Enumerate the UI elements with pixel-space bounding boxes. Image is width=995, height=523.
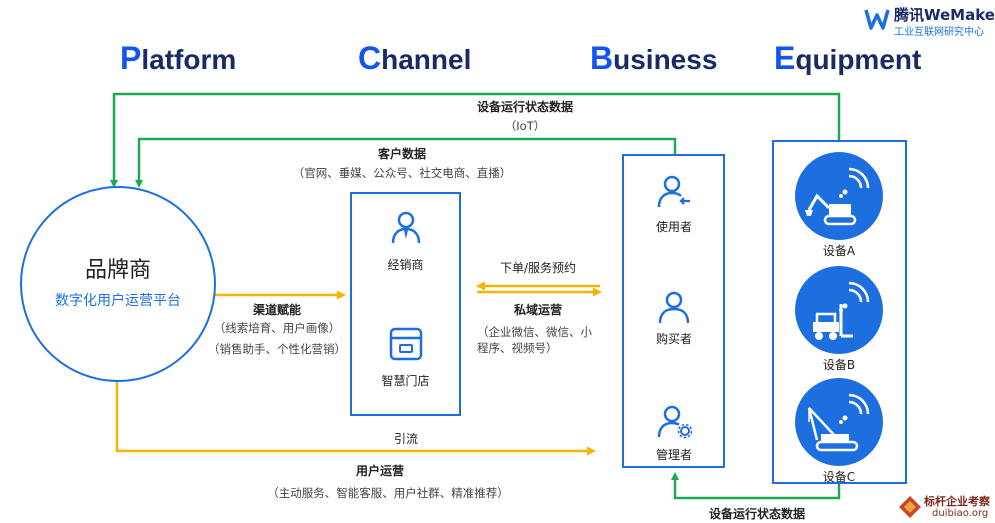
iot-flow-sub: （IoT）: [504, 119, 546, 133]
forklift-icon: [813, 281, 870, 340]
user-ops-title: 用户运营: [355, 464, 405, 478]
dealer-icon: [391, 211, 421, 244]
device-b-label: 设备B: [822, 358, 856, 372]
wemake-logo-icon: [864, 9, 890, 30]
logo-subtitle: 工业互联网研究中心: [894, 27, 984, 38]
customer-data-title: 客户数据: [377, 147, 427, 161]
user-ops-sub: （主动服务、智能客服、用户社群、精准推荐）: [267, 486, 509, 500]
bottom-status-flow-line: [671, 472, 841, 500]
channel-empower-sub1: （线索培育、用户画像）: [213, 321, 341, 335]
device-a-label: 设备A: [822, 244, 856, 258]
customer-data-flow-line: [135, 137, 677, 188]
device-c-circle: [795, 378, 883, 466]
guide-title: 引流: [393, 432, 419, 446]
device-b-circle: [795, 266, 883, 354]
header-channel: Channel: [358, 40, 472, 76]
logo: 腾讯WeMake 工业互联网研究中心: [864, 4, 995, 38]
admin-label: 管理者: [655, 448, 693, 462]
header-business: Business: [590, 40, 718, 76]
watermark-logo-icon: [899, 496, 921, 518]
private-ops-title: 私域运营: [513, 303, 563, 317]
channel-box: 经销商 智慧门店: [350, 192, 461, 416]
device-c-label: 设备C: [822, 470, 856, 484]
user-ops-flow-line: [115, 378, 596, 456]
smart-store-label: 智慧门店: [381, 374, 430, 388]
private-ops-sub1: （企业微信、微信、小: [477, 325, 592, 339]
watermark: 标杆企业考察 duibiao.org: [898, 492, 994, 522]
customer-data-sub: （官网、垂媒、公众号、社交电商、直播）: [292, 166, 512, 180]
excavator-icon: [805, 167, 870, 226]
iot-flow-line: [110, 92, 841, 188]
device-a-circle: [795, 152, 883, 240]
iot-flow-title: 设备运行状态数据: [476, 100, 574, 114]
equipment-box: 设备A 设备B 设备C: [772, 140, 907, 484]
private-ops-sub2: 程序、视频号）: [477, 341, 558, 355]
business-box: 使用者 购买者 管理者: [622, 154, 725, 468]
user-label: 使用者: [655, 220, 693, 234]
brand-title: 品牌商: [84, 258, 151, 283]
buyer-label: 购买者: [655, 332, 693, 346]
logo-name: 腾讯WeMake: [894, 6, 995, 24]
dealer-label: 经销商: [387, 258, 424, 272]
channel-empower-title: 渠道赋能: [252, 303, 302, 317]
order-title: 下单/服务预约: [499, 261, 577, 275]
user-icon: [657, 175, 690, 208]
header-platform: Platform: [120, 40, 237, 76]
watermark-line2: duibiao.org: [932, 508, 989, 519]
buyer-icon: [658, 291, 690, 324]
admin-icon: [657, 405, 692, 439]
brand-circle: 品牌商 数字化用户运营平台: [20, 186, 216, 382]
crane-icon: [807, 393, 870, 452]
brand-subtitle: 数字化用户运营平台: [55, 293, 181, 309]
smart-store-icon: [389, 327, 423, 361]
watermark-line1: 标杆企业考察: [924, 495, 990, 508]
bottom-status-title: 设备运行状态数据: [708, 507, 806, 521]
header-equipment: Equipment: [774, 40, 922, 76]
channel-empower-sub2: （销售助手、个性化营销）: [208, 342, 346, 356]
